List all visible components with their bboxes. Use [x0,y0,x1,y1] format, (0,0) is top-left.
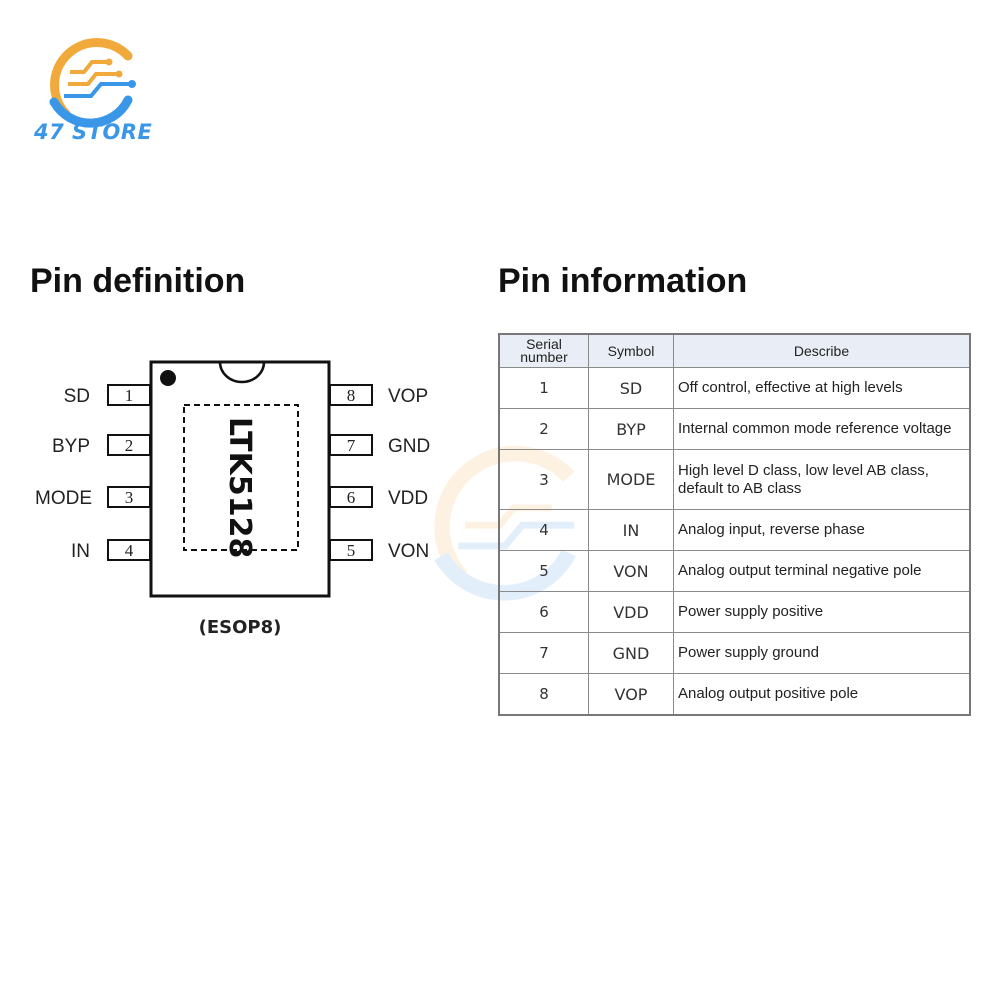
left-pin-4: 4 IN [71,539,151,562]
pin-label-byp: BYP [52,436,90,457]
header-serial-number: Serial number [498,333,589,368]
pin-label-gnd: GND [388,436,430,457]
cell-symbol: VDD [588,591,674,633]
pin1-notch [218,361,266,384]
left-pin-1: 1 SD [64,384,151,407]
cell-serial: 8 [498,673,589,716]
brand-name: 47 STORE [34,120,153,144]
cell-description: Power supply ground [673,632,971,674]
pin-label-von: VON [388,541,429,562]
cell-symbol: VOP [588,673,674,716]
cell-serial: 5 [498,550,589,592]
table-header-row: Serial number Symbol Describe [498,333,971,368]
circuit-ring-logo-icon [49,38,136,128]
exposed-pad-outline [183,404,299,551]
pin-label-vdd: VDD [388,488,428,509]
header-symbol: Symbol [588,333,674,368]
cell-serial: 3 [498,449,589,510]
cell-serial: 1 [498,367,589,409]
header-serial-line1: Serial [526,336,562,352]
cell-description: Analog output positive pole [673,673,971,716]
table-row: 4 IN Analog input, reverse phase [498,509,971,551]
table-row: 2 BYP Internal common mode reference vol… [498,408,971,450]
cell-description: Off control, effective at high levels [673,367,971,409]
right-pin-6: 6 VDD [329,486,428,509]
pin-number: 1 [125,386,134,405]
cell-description: Analog output terminal negative pole [673,550,971,592]
table-row: 6 VDD Power supply positive [498,591,971,633]
cell-serial: 4 [498,509,589,551]
cell-symbol: IN [588,509,674,551]
header-serial-line2: number [520,349,568,365]
pin-information-table: Serial number Symbol Describe 1 SD Off c… [498,333,971,716]
right-pin-5: 5 VON [329,539,429,562]
chip-pinout-diagram: LTK5128 1 SD 2 BYP 3 MODE 4 IN 8 VOP 7 G… [35,360,430,638]
pin-number: 4 [125,541,134,560]
pin-number: 8 [347,386,356,405]
cell-description: High level D class, low level AB class, … [673,449,971,510]
pin-information-title: Pin information [498,262,748,300]
table-row: 1 SD Off control, effective at high leve… [498,367,971,409]
cell-description: Power supply positive [673,591,971,633]
header-describe: Describe [673,333,971,368]
cell-description: Internal common mode reference voltage [673,408,971,450]
cell-symbol: MODE [588,449,674,510]
cell-symbol: BYP [588,408,674,450]
pin-label-sd: SD [64,386,90,407]
pin1-marker-dot [160,370,176,386]
cell-serial: 6 [498,591,589,633]
pin-label-in: IN [71,541,90,562]
chip-body [149,360,331,598]
cell-serial: 2 [498,408,589,450]
table-row: 8 VOP Analog output positive pole [498,673,971,716]
table-row: 3 MODE High level D class, low level AB … [498,449,971,510]
pin-number: 7 [347,436,356,455]
pin-number: 2 [125,436,134,455]
left-pin-3: 3 MODE [35,486,151,509]
pin-number: 5 [347,541,356,560]
pin-label-vop: VOP [388,386,428,407]
pin-definition-title: Pin definition [30,262,246,300]
cell-serial: 7 [498,632,589,674]
package-label: (ESOP8) [199,617,282,638]
cell-description: Analog input, reverse phase [673,509,971,551]
pin-label-mode: MODE [35,488,92,509]
left-pin-2: 2 BYP [52,434,151,457]
right-pin-8: 8 VOP [329,384,428,407]
cell-symbol: VON [588,550,674,592]
right-pin-7: 7 GND [329,434,430,457]
chip-part-name: LTK5128 [222,417,257,558]
cell-symbol: SD [588,367,674,409]
pin-number: 3 [125,488,134,507]
table-row: 5 VON Analog output terminal negative po… [498,550,971,592]
cell-symbol: GND [588,632,674,674]
pin-number: 6 [347,488,356,507]
table-row: 7 GND Power supply ground [498,632,971,674]
